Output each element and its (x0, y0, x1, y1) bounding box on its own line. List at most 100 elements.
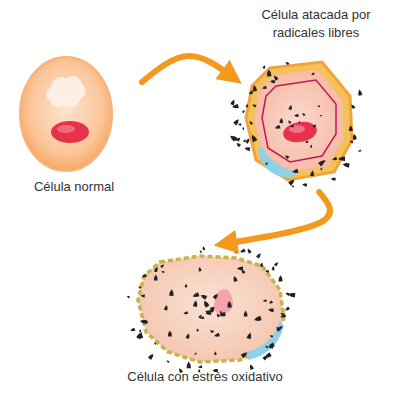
radical-speck (349, 125, 353, 131)
radical-speck (265, 270, 269, 273)
radical-speck (139, 329, 141, 332)
radical-speck (272, 266, 275, 270)
radical-speck (198, 365, 202, 368)
radical-speck (250, 121, 254, 125)
radical-speck (241, 353, 248, 359)
radical-speck (244, 147, 250, 151)
radical-speck (130, 328, 135, 332)
radical-speck (280, 313, 286, 317)
radical-speck (358, 90, 362, 96)
cell-caption: Célula atacada por radicales libres (241, 6, 391, 42)
radical-speck (167, 360, 170, 363)
radical-speck (274, 76, 279, 81)
radical-speck (274, 262, 278, 266)
radical-speck (185, 284, 188, 288)
radical-speck (211, 330, 214, 332)
radical-speck (210, 307, 213, 310)
radical-speck (154, 267, 158, 272)
cell-node: Célula con estrés oxidativo (92, 246, 318, 390)
radical-speck (269, 301, 273, 304)
radical-speck (244, 311, 248, 317)
radical-speck (288, 120, 291, 124)
radical-speck (219, 312, 226, 316)
spacer (92, 246, 318, 368)
radical-speck (164, 305, 168, 311)
radical-speck (310, 145, 312, 148)
radical-speck (230, 136, 237, 142)
radical-speck (321, 167, 323, 170)
spacer (8, 50, 140, 178)
radical-speck (199, 267, 202, 272)
radical-speck (233, 119, 239, 125)
radical-speck (211, 307, 213, 310)
radical-speck (343, 163, 350, 168)
radical-speck (194, 353, 197, 355)
radical-speck (138, 286, 141, 289)
cell-node: Célula normal (8, 50, 140, 200)
radical-speck (338, 156, 345, 161)
radical-speck (137, 334, 144, 339)
radical-speck (288, 293, 295, 298)
radical-speck (200, 250, 202, 253)
radical-speck (280, 313, 284, 315)
radical-speck (236, 138, 240, 142)
cell-caption: Célula normal (11, 178, 137, 196)
radical-speck (280, 118, 283, 124)
radical-speck (310, 170, 314, 176)
radical-speck (214, 333, 220, 337)
radical-speck (351, 104, 355, 109)
radical-speck (248, 249, 252, 254)
radical-speck (247, 333, 252, 340)
radical-speck (205, 311, 211, 315)
radical-speck (313, 125, 317, 128)
radical-speck (238, 124, 241, 126)
radical-speck (268, 343, 274, 348)
radical-speck (213, 294, 218, 300)
radical-speck (210, 308, 214, 311)
radical-speck (285, 307, 290, 311)
radical-speck (203, 246, 206, 250)
radical-speck (140, 320, 147, 324)
radical-speck (234, 252, 237, 254)
radical-speck (288, 105, 292, 110)
radical-speck (127, 296, 130, 298)
radical-speck (292, 169, 298, 173)
radical-speck (242, 269, 246, 274)
radical-speck (358, 149, 361, 151)
radical-speck (242, 127, 244, 130)
radical-speck (268, 309, 274, 313)
radical-speck (237, 143, 242, 147)
radical-speck (260, 262, 263, 267)
radical-speck (252, 135, 257, 142)
radical-speck (240, 248, 245, 252)
orange-arrow (223, 192, 330, 244)
radical-speck (277, 327, 281, 332)
radical-speck (154, 275, 158, 281)
spacer (236, 4, 396, 6)
radical-speck (141, 295, 145, 298)
radical-speck (317, 105, 320, 107)
free-radicals (127, 62, 363, 373)
radical-speck (217, 314, 220, 318)
radical-speck (210, 330, 213, 333)
normal-cell (20, 57, 112, 171)
radical-speck (200, 317, 204, 320)
radical-speck (320, 115, 322, 117)
radical-speck (228, 301, 232, 308)
radical-speck (193, 292, 200, 297)
radical-speck (242, 110, 245, 113)
radical-speck (331, 178, 336, 181)
radical-speck (265, 346, 268, 349)
radical-speck (270, 335, 274, 338)
radical-speck (256, 253, 261, 258)
radical-speck (160, 264, 164, 268)
radical-speck (285, 62, 289, 65)
radical-speck (148, 354, 154, 360)
radical-speck (168, 330, 172, 336)
radical-speck (201, 295, 208, 300)
radical-speck (302, 113, 305, 116)
radical-speck (322, 160, 325, 163)
radical-speck (245, 139, 249, 144)
